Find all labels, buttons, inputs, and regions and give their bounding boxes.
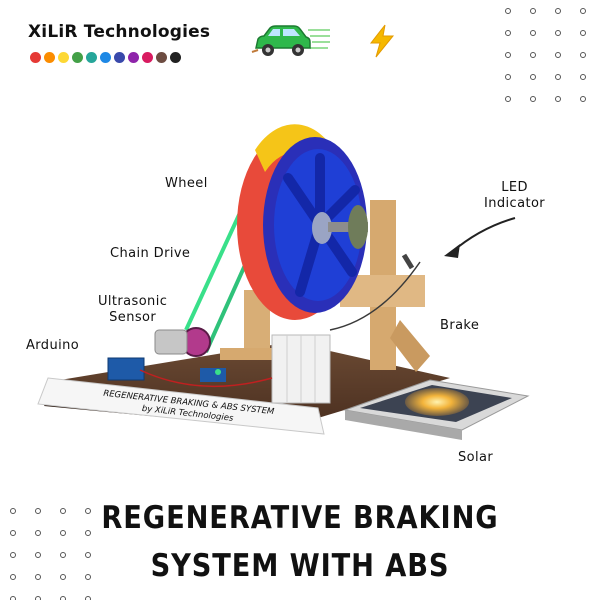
decorative-dot (555, 30, 561, 36)
decorative-dot (85, 530, 91, 536)
decorative-dot (530, 30, 536, 36)
decorative-dot (555, 96, 561, 102)
decorative-dot (505, 8, 511, 14)
led-indicator-arrow (444, 217, 516, 258)
decorative-dot-grid-bottom (10, 508, 91, 600)
decorative-dot (60, 596, 66, 600)
decorative-dot (35, 552, 41, 558)
decorative-dot (555, 52, 561, 58)
solar-panel (343, 379, 530, 440)
label-solar: Solar (458, 450, 494, 465)
decorative-dot (530, 96, 536, 102)
label-chain-drive: Chain Drive (110, 246, 191, 261)
decorative-dot (10, 530, 16, 536)
decorative-dot (35, 596, 41, 600)
decorative-dot (580, 96, 586, 102)
label-ultrasonic-sensor: Ultrasonic Sensor (98, 294, 168, 325)
decorative-dot-grid-top (505, 8, 586, 102)
decorative-dot (85, 596, 91, 600)
brand-color-dot (100, 52, 111, 63)
brand-color-dot (86, 52, 97, 63)
decorative-dot (85, 574, 91, 580)
decorative-dot (10, 574, 16, 580)
main-title-line-2: SYSTEM WITH ABS (150, 548, 450, 584)
brand-color-dot (58, 52, 69, 63)
label-arduino: Arduino (26, 338, 80, 353)
brand-color-dot (114, 52, 125, 63)
brand-color-dots (30, 52, 181, 63)
brand-color-dot (30, 52, 41, 63)
decorative-dot (505, 74, 511, 80)
battery-pack (271, 334, 331, 404)
decorative-dot (580, 74, 586, 80)
label-brake: Brake (440, 318, 480, 333)
arduino-board (107, 357, 145, 381)
decorative-dot (530, 74, 536, 80)
decorative-dot (555, 8, 561, 14)
decorative-dot (85, 552, 91, 558)
decorative-dot (60, 508, 66, 514)
brand-color-dot (128, 52, 139, 63)
name-plate (37, 377, 325, 435)
motor (154, 329, 188, 355)
green-car-icon (251, 25, 330, 56)
decorative-dot (35, 530, 41, 536)
decorative-dot (505, 96, 511, 102)
decorative-dot (10, 508, 16, 514)
decorative-dot (580, 8, 586, 14)
label-led-indicator: LED Indicator (484, 180, 546, 211)
decorative-dot (505, 52, 511, 58)
decorative-dot (85, 508, 91, 514)
decorative-dot (10, 552, 16, 558)
lightning-icon (369, 24, 395, 58)
decorative-dot (60, 552, 66, 558)
main-title-line-1: REGENERATIVE BRAKING (101, 500, 499, 536)
decorative-dot (35, 508, 41, 514)
brand-color-dot (156, 52, 167, 63)
decorative-dot (530, 52, 536, 58)
decorative-dot (555, 74, 561, 80)
decorative-dot (35, 574, 41, 580)
brand-color-dot (142, 52, 153, 63)
decorative-dot (530, 8, 536, 14)
brand-color-dot (170, 52, 181, 63)
brand-name: XiLiR Technologies (28, 22, 211, 42)
brand-color-dot (44, 52, 55, 63)
led-module (200, 368, 226, 382)
decorative-dot (580, 30, 586, 36)
decorative-dot (60, 530, 66, 536)
wheel (237, 124, 368, 320)
label-wheel: Wheel (165, 176, 208, 191)
decorative-dot (580, 52, 586, 58)
decorative-dot (505, 30, 511, 36)
brand-color-dot (72, 52, 83, 63)
decorative-dot (60, 574, 66, 580)
decorative-dot (10, 596, 16, 600)
